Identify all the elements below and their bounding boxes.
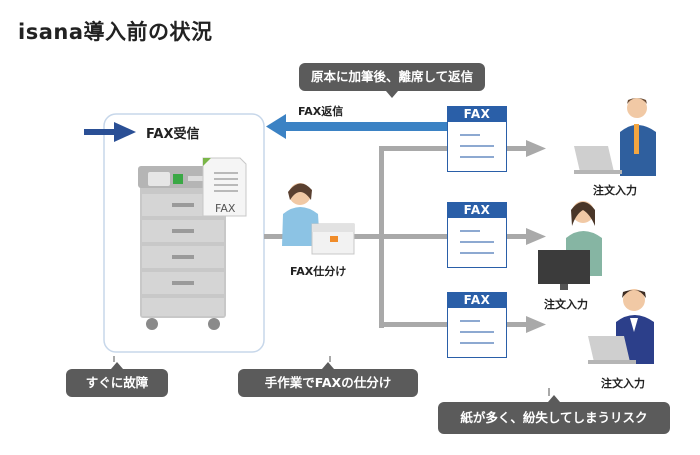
order-input-label-1: 注文入力 <box>593 184 637 197</box>
fax-document-2: FAX <box>447 202 507 268</box>
fax-document-3: FAX <box>447 292 507 358</box>
office-area-frame <box>103 113 265 353</box>
fax-sort-label: FAX仕分け <box>290 265 347 278</box>
callout-manual-sorting-text: 手作業でFAXの仕分け <box>264 375 392 390</box>
fax-document-header: FAX <box>448 203 506 218</box>
paper-fax-document <box>202 157 247 217</box>
page-title: isana導入前の状況 <box>18 20 213 44</box>
callout-paper-risk-text: 紙が多く、紛失してしまうリスク <box>460 410 648 425</box>
fax-document-1: FAX <box>447 106 507 172</box>
worker-1-illustration <box>574 98 656 176</box>
callout-breakdown: すぐに故障 <box>66 362 168 397</box>
connector-bottom <box>548 388 550 396</box>
connector-left <box>113 356 115 362</box>
connector-middle <box>329 356 331 362</box>
fax-reply-arrow <box>266 114 450 139</box>
order-input-label-3: 注文入力 <box>601 377 645 390</box>
callout-manual-sorting: 手作業でFAXの仕分け <box>238 362 418 397</box>
callout-paper-risk: 紙が多く、紛失してしまうリスク <box>438 395 670 434</box>
fax-reply-label: FAX返信 <box>298 105 344 118</box>
callout-breakdown-text: すぐに故障 <box>85 375 149 390</box>
worker-2-illustration <box>538 201 602 290</box>
paper-fax-label: FAX <box>215 202 236 215</box>
sorting-person-illustration <box>282 183 355 255</box>
worker-3-illustration <box>588 289 654 364</box>
fax-document-header: FAX <box>448 107 506 122</box>
order-input-label-2: 注文入力 <box>544 298 588 311</box>
fax-receive-arrow <box>84 122 136 142</box>
callout-reply-issue: 原本に加筆後、離席して返信 <box>299 63 486 98</box>
fax-receive-label: FAX受信 <box>146 127 200 142</box>
fax-document-header: FAX <box>448 293 506 308</box>
